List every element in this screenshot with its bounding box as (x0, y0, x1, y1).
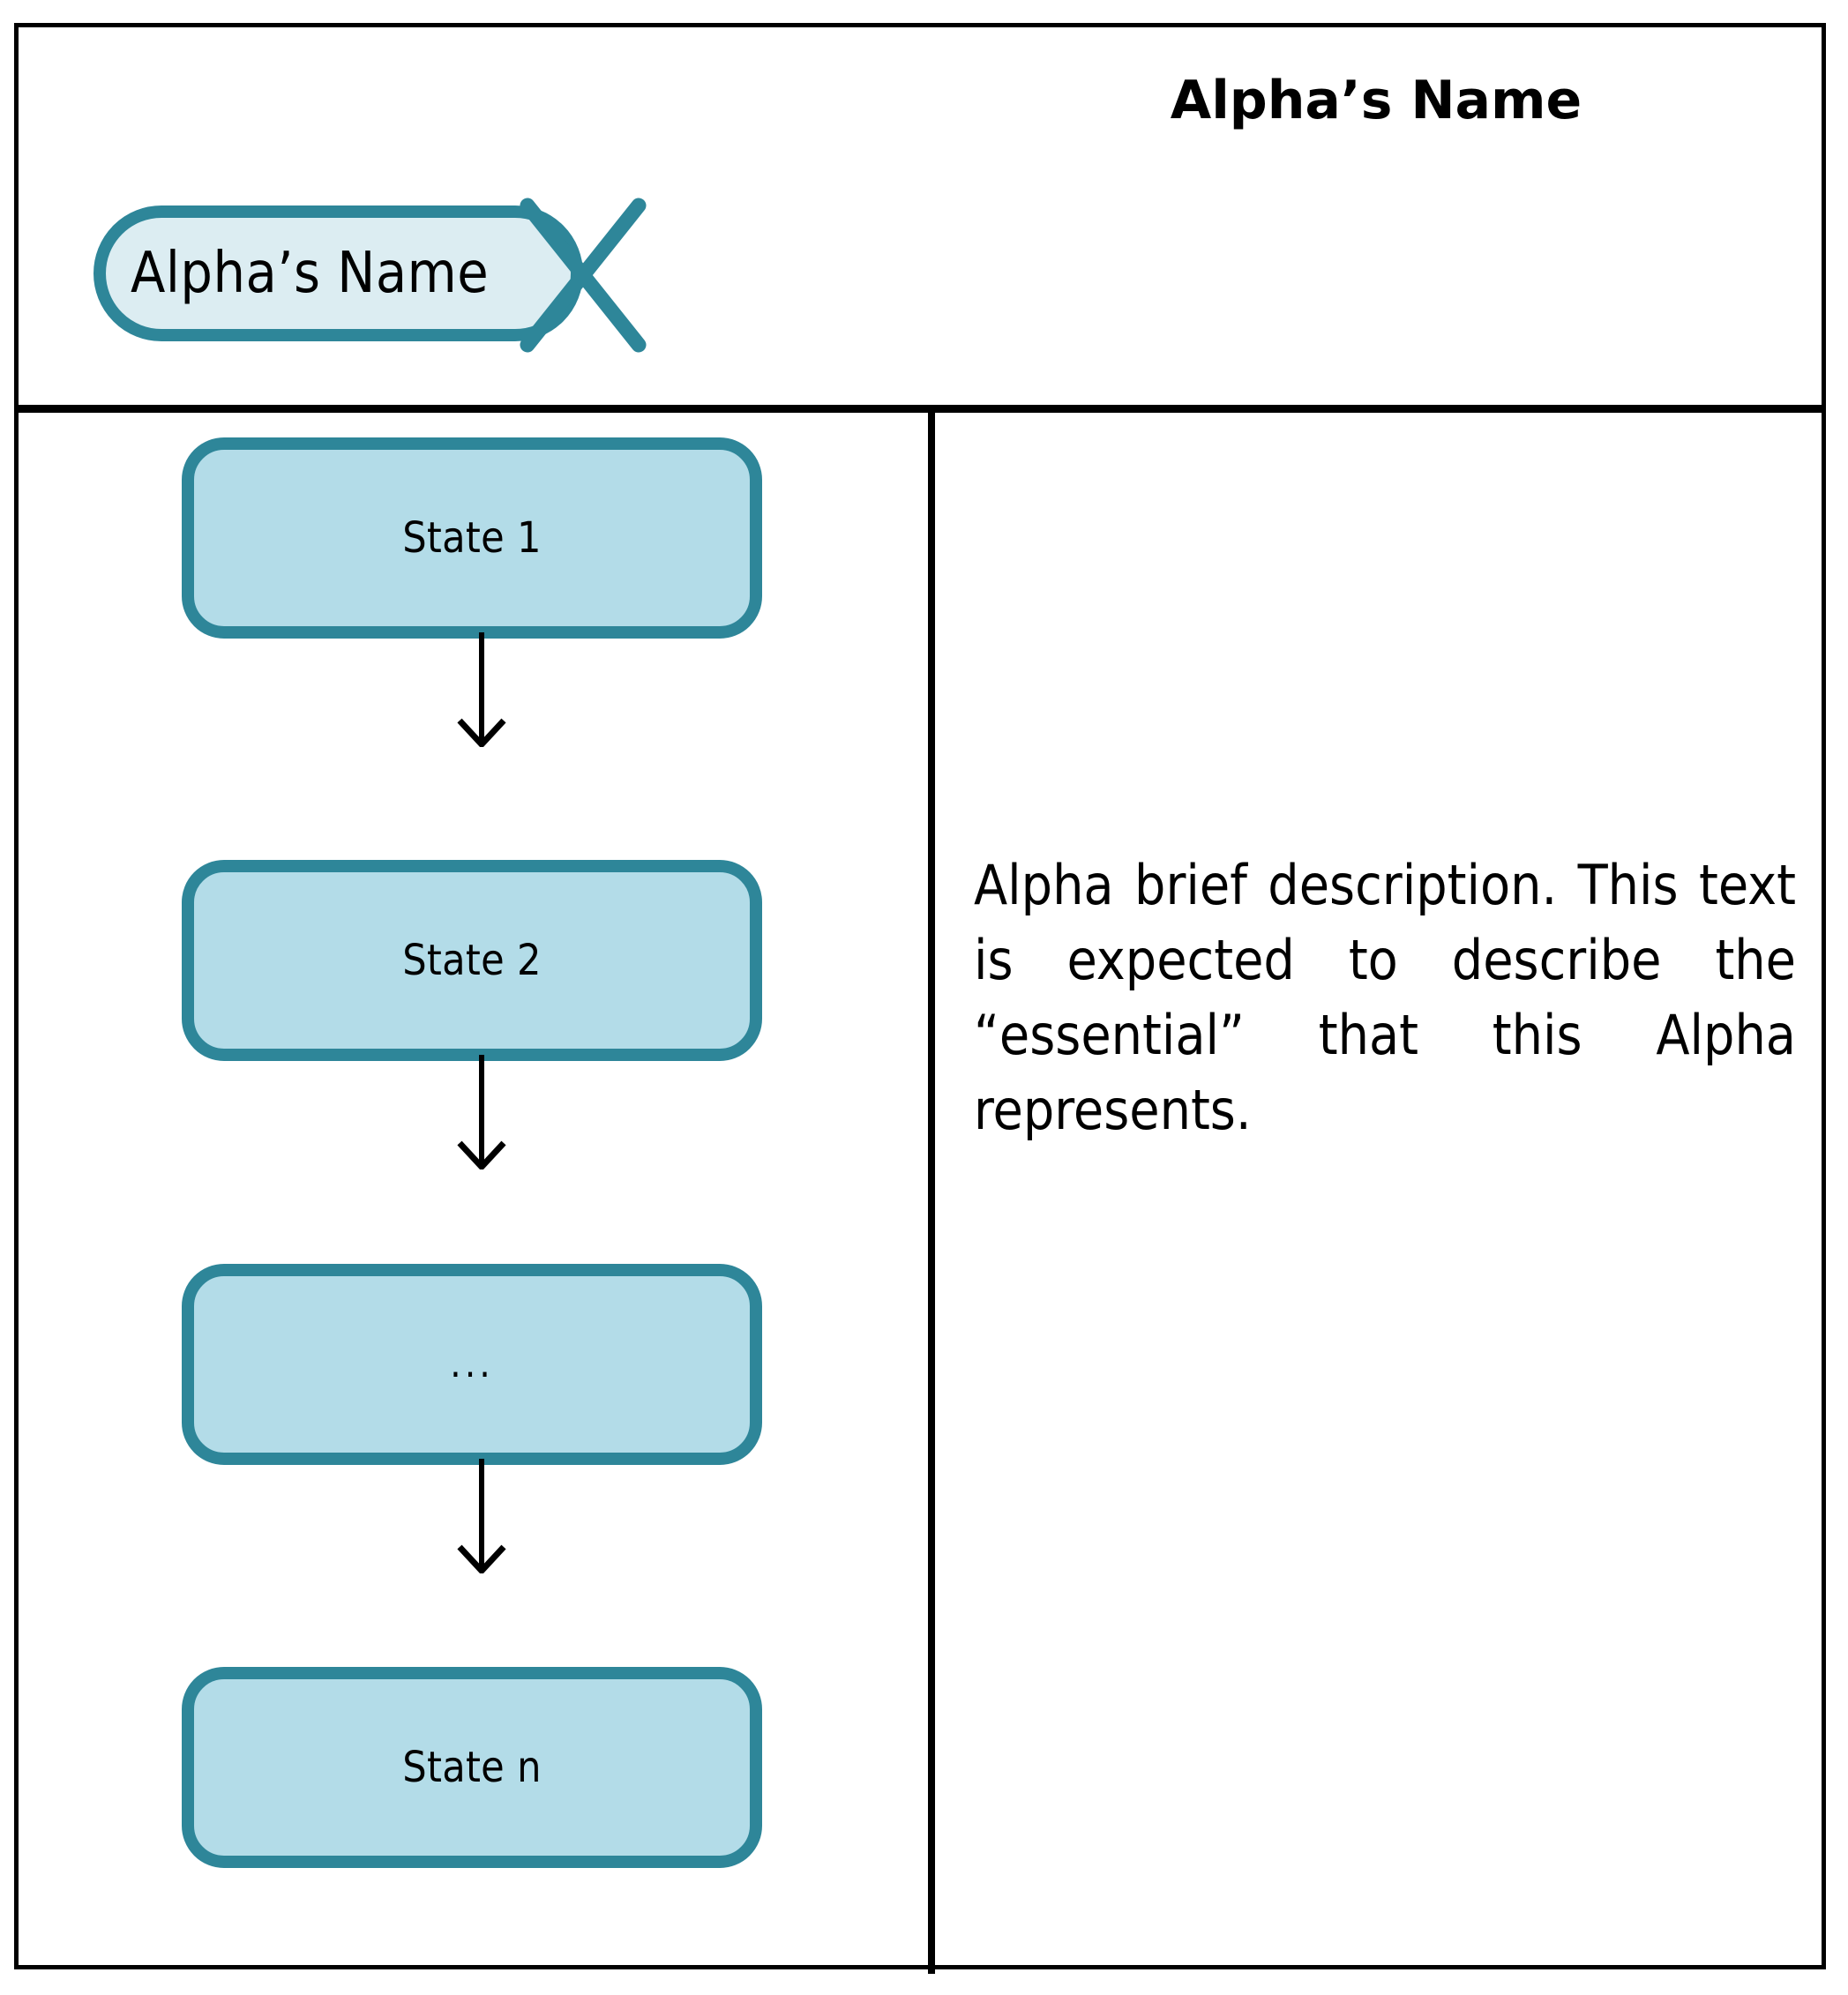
alpha-symbol-label: Alpha’s Name (131, 241, 490, 306)
state-box-1[interactable]: State 1 (182, 437, 762, 639)
down-arrow-icon (457, 1055, 506, 1169)
state-chain: State 1 State 2 ... State n (19, 413, 928, 1974)
down-arrow-icon (457, 1459, 506, 1573)
page-title: Alpha’s Name (1170, 70, 1582, 131)
card-header: Alpha’s Name Alpha’s Name (19, 27, 1822, 405)
state-label: ... (450, 1341, 494, 1386)
column-divider (928, 405, 935, 1974)
state-box-ellipsis[interactable]: ... (182, 1264, 762, 1465)
alpha-cross-icon (520, 198, 647, 353)
state-label: State 1 (402, 513, 542, 563)
description-pane: Alpha brief description. This text is ex… (935, 413, 1822, 1974)
state-label: State 2 (402, 936, 542, 985)
state-box-2[interactable]: State 2 (182, 860, 762, 1061)
alpha-pill[interactable]: Alpha’s Name (94, 205, 583, 341)
down-arrow-icon (457, 632, 506, 747)
alpha-symbol[interactable]: Alpha’s Name (94, 184, 667, 365)
header-divider (19, 405, 1822, 413)
alpha-description: Alpha brief description. This text is ex… (974, 853, 1796, 1142)
state-box-n[interactable]: State n (182, 1667, 762, 1868)
state-label: State n (402, 1743, 542, 1792)
alpha-card: Alpha’s Name Alpha’s Name State 1 State … (14, 23, 1826, 1974)
